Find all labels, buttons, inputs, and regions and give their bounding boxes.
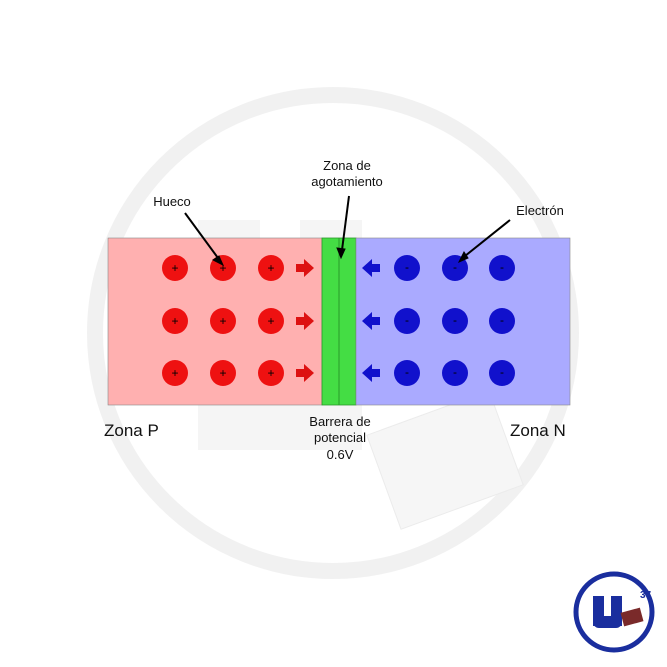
svg-text:+: + [219,261,226,275]
depletion-pointer [341,195,350,251]
svg-text:+: + [219,366,226,380]
hole: + [258,308,284,334]
depletion-zone-label-line2: agotamiento [311,174,383,190]
n-zone-label: Zona N [510,421,566,440]
electron: - [442,360,468,386]
electron: - [442,255,468,281]
svg-text:-: - [500,260,504,274]
arrow-right-icon [296,259,314,277]
svg-text:+: + [267,366,274,380]
n-arrows [362,259,380,382]
svg-text:-: - [405,365,409,379]
svg-text:-: - [500,313,504,327]
depletion-zone-label: Zona de agotamiento [295,158,399,191]
electron: - [442,308,468,334]
hole: + [162,308,188,334]
hole: + [210,360,236,386]
electron-pointer [464,219,511,257]
electron: - [394,308,420,334]
hole: + [258,255,284,281]
hole: + [162,255,188,281]
svg-text:+: + [171,314,178,328]
arrow-right-icon [296,312,314,330]
electron: - [394,255,420,281]
electron: - [394,360,420,386]
arrow-left-icon [362,364,380,382]
svg-text:-: - [405,313,409,327]
svg-text:-: - [405,260,409,274]
holes: + + + + + + + + + [162,255,284,386]
pointers [184,195,511,267]
svg-text:+: + [267,261,274,275]
logo-number: 37 [640,590,652,601]
svg-text:-: - [453,313,457,327]
p-arrows [296,259,314,382]
electrons: - - - - - - - - - [394,255,515,386]
electron: - [489,308,515,334]
hole-pointer-head [212,255,225,267]
electron: - [489,255,515,281]
hole: + [210,308,236,334]
svg-text:-: - [453,260,457,274]
electron-pointer-head [457,251,469,264]
potential-barrier-label: Barrera de potencial 0.6V [295,414,385,463]
hole-label: Hueco [153,194,191,209]
svg-text:+: + [219,314,226,328]
depletion-pointer-head [336,247,346,260]
arrow-left-icon [362,259,380,277]
ud37-logo-icon: 37 [573,571,655,653]
svg-text:-: - [500,365,504,379]
svg-text:+: + [267,314,274,328]
depletion-zone-label-line1: Zona de [323,158,371,173]
svg-text:+: + [171,261,178,275]
electron: - [489,360,515,386]
p-zone-label: Zona P [104,421,159,440]
arrow-right-icon [296,364,314,382]
svg-text:-: - [453,365,457,379]
potential-barrier-line1: Barrera de [309,414,371,429]
hole: + [162,360,188,386]
hole: + [258,360,284,386]
electron-label: Electrón [516,203,564,218]
hole-pointer [184,212,219,259]
arrow-left-icon [362,312,380,330]
potential-barrier-line2: potencial [313,430,367,446]
svg-text:+: + [171,366,178,380]
potential-barrier-value: 0.6V [326,446,354,462]
